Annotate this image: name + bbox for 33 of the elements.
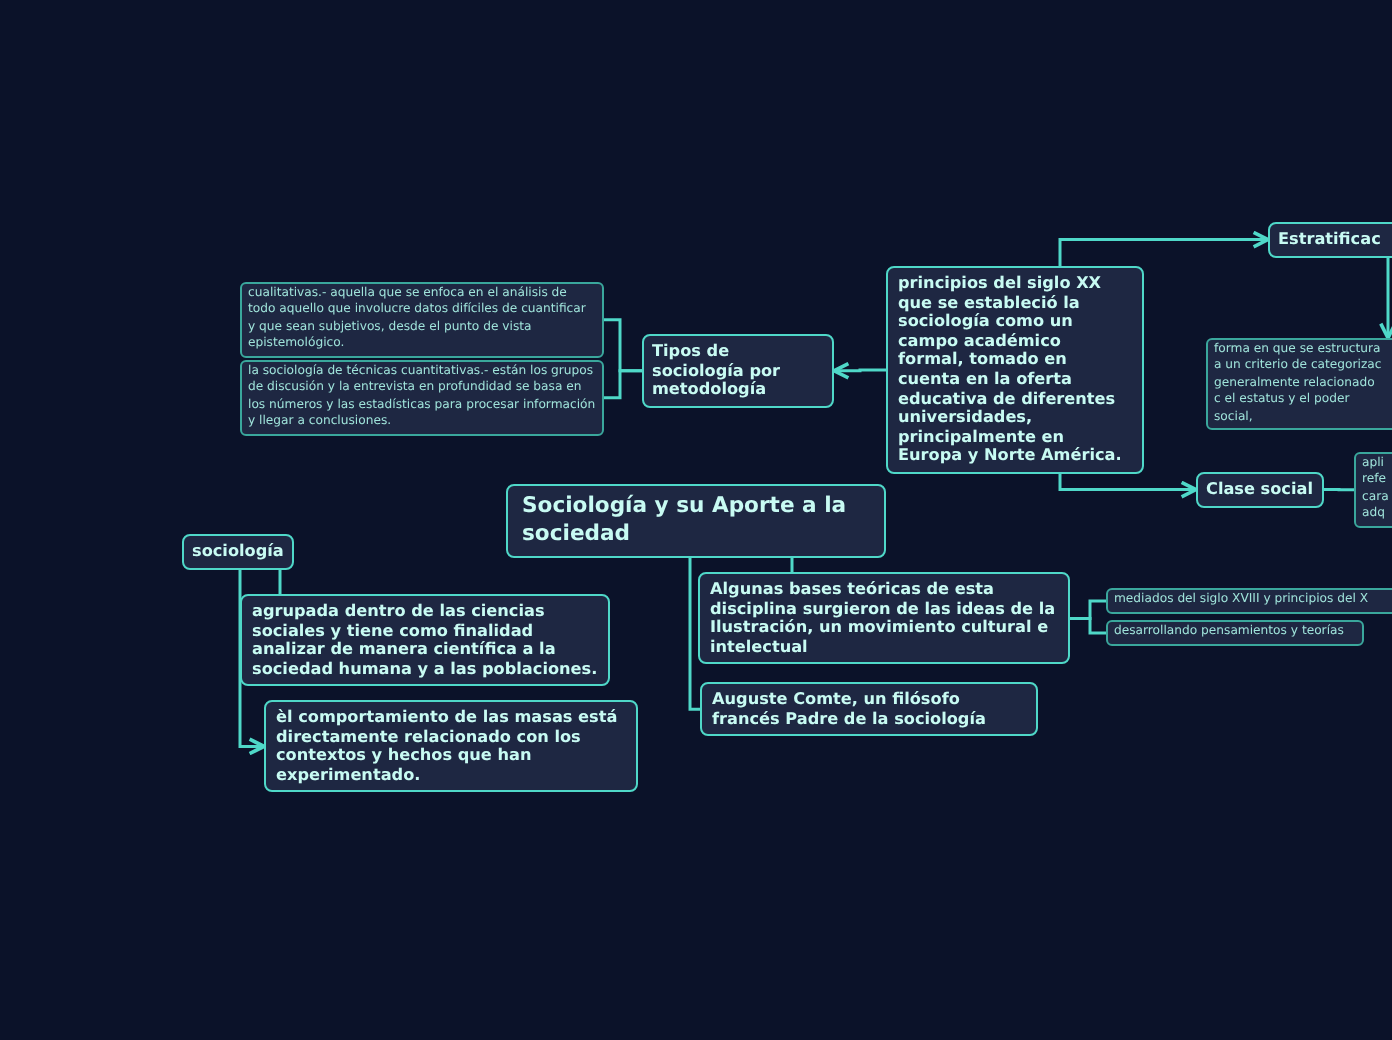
- topic-box: [182, 534, 294, 570]
- connector-line: [790, 558, 794, 572]
- subtopic-box: [1106, 620, 1364, 646]
- topic-text: Algunas bases teóricas de esta disciplina surgieron de las ideas de la Ilustración, un movimiento cultural e intelectual: [710, 580, 1058, 657]
- topic-text: Sociología y su Aporte a la sociedad: [522, 492, 849, 548]
- connector-line: [278, 569, 282, 594]
- topic-box: [264, 700, 638, 793]
- topic-box: [1196, 472, 1324, 508]
- topic-text: sociología: [192, 542, 284, 562]
- arrow: [238, 569, 266, 756]
- topic-text: èl comportamiento de las masas está directamente relacionado con los contextos y hechos que han experimentado.: [276, 708, 620, 785]
- central-topic-box: [506, 484, 886, 558]
- topic-text: Tipos de sociología por metodología: [652, 342, 783, 400]
- topic-box: [240, 594, 610, 687]
- topic-box: [886, 266, 1144, 474]
- connector-line: [688, 558, 700, 711]
- connector-line: [604, 369, 642, 400]
- topic-text: Auguste Comte, un filósofo francés Padre de la sociología: [712, 690, 988, 729]
- topic-text: Estratificac: [1278, 230, 1383, 250]
- arrow: [832, 361, 886, 380]
- topic-text: principios del siglo XX que se estableció la sociología como un campo académico formal, tomado en cuenta en la oferta educativa de diferentes universidades, principalmente en Europa y Norte América.: [898, 274, 1124, 466]
- topic-box: [698, 572, 1070, 665]
- subtopic-box: [1106, 588, 1392, 614]
- topic-text: Clase social: [1206, 480, 1314, 500]
- subtopic-box: [240, 282, 604, 358]
- topic-box: [1268, 222, 1392, 258]
- topic-box: [700, 682, 1038, 737]
- topic-box: [642, 334, 834, 408]
- arrow: [1379, 257, 1392, 340]
- topic-text: agrupada dentro de las ciencias sociales y tiene como finalidad analizar de manera científica a la sociedad humana y a las poblaciones.: [252, 602, 598, 679]
- connector-line: [1324, 488, 1354, 492]
- arrow: [1058, 230, 1270, 266]
- arrow: [1058, 473, 1198, 499]
